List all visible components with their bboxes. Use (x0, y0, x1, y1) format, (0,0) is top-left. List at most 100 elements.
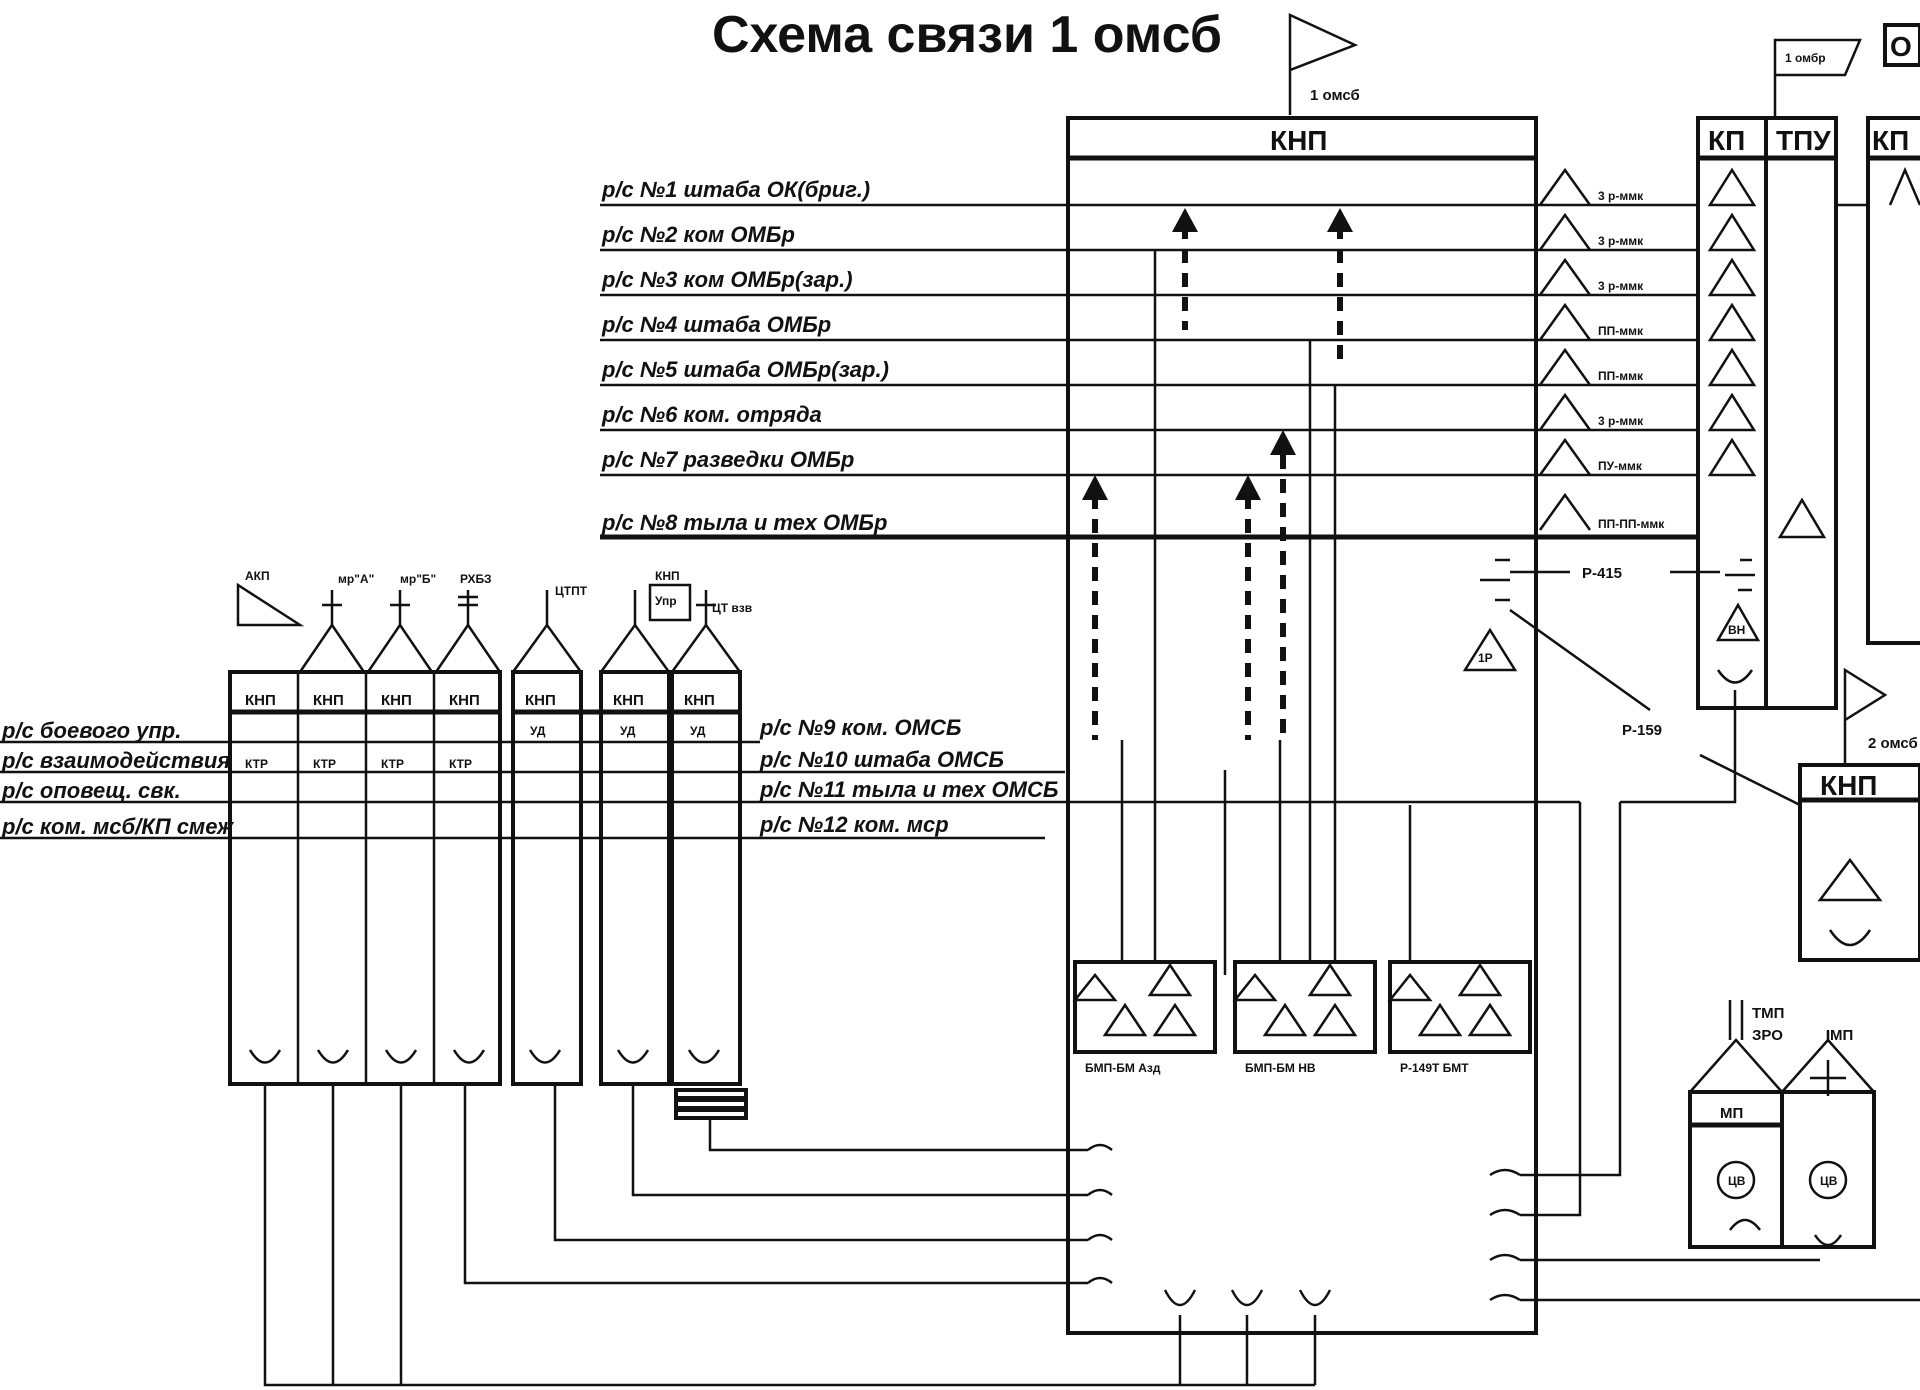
company-code: КТР (449, 757, 472, 771)
antenna-icon (1538, 212, 1592, 251)
radio-net-label: р/с №5 штаба ОМБр(зар.) (601, 357, 889, 382)
antenna-icon (1538, 302, 1592, 341)
company-box-label: КНП (245, 692, 276, 709)
radio-net-label: р/с №1 штаба ОК(бриг.) (601, 177, 870, 202)
vehicle-group-label: БМП-БМ НВ (1245, 1061, 1316, 1075)
kp-flag-label: 1 омбр (1785, 51, 1826, 65)
kp2-top-label: О (1890, 31, 1912, 62)
company-code: УД (530, 724, 546, 738)
antenna-icon (1538, 167, 1592, 206)
left-net-label: р/с оповещ. свк. (1, 778, 181, 803)
left-net-label: р/с ком. мсб/КП смеж (1, 814, 235, 839)
company-label: ЦТПТ (555, 584, 588, 598)
antenna-tag: ПУ-ммк (1598, 459, 1643, 473)
knp-top-label: 1 омсб (1310, 87, 1360, 104)
vehicle-group-1: БМП-БМ Азд (1072, 960, 1217, 1075)
antenna-icon (1538, 257, 1592, 296)
antenna-tag: 3 р-ммк (1598, 189, 1644, 203)
company-top-label: АКП (245, 569, 270, 583)
mp-box-label: МП (1720, 1105, 1743, 1122)
r415-device-icon (1480, 558, 1510, 602)
antenna-icon (1538, 437, 1592, 476)
company-flag-icon (236, 582, 305, 627)
radio-net-label: р/с №6 ком. отряда (601, 402, 822, 427)
radio-net-label: р/с №8 тыла и тех ОМБр (601, 510, 887, 535)
left-net-lines (0, 740, 1580, 840)
left-nets: р/с боевого упр. р/с взаимодействия р/с … (1, 718, 235, 839)
kp-flag-icon (1773, 38, 1862, 118)
radio-nets-mid: р/с №9 ком. ОМСБ р/с №10 штаба ОМСБ р/с … (759, 715, 1058, 837)
mid-net-label: р/с №12 ком. мср (759, 812, 949, 837)
radio-net-label: р/с №7 разведки ОМБр (601, 447, 854, 472)
right-connection-lines (1489, 708, 1920, 1302)
antenna-tag: 3 р-ммк (1598, 234, 1644, 248)
vehicle-group-3: Р-149Т БМТ (1387, 960, 1532, 1075)
kp-label: КП (1708, 125, 1745, 156)
bottom-right-label: 2 омсб (1868, 735, 1918, 752)
kp-station-label: ВН (1728, 623, 1745, 637)
radio-net-lines (600, 203, 1905, 540)
diagram-title: Схема связи 1 омсб (712, 6, 1222, 64)
knp-main-box (1066, 116, 1538, 1335)
company-label: мр"Б" (400, 572, 436, 586)
company-label: Упр (655, 594, 677, 608)
tmp-mp-block: МП ЦВ ЦВ ТМП ЗРО МП (1688, 1000, 1876, 1249)
vehicle-group-2: БМП-БМ НВ (1232, 960, 1377, 1075)
company-code: КТР (245, 757, 268, 771)
mp-label: МП (1830, 1027, 1853, 1044)
antenna-icon (1538, 392, 1592, 431)
antenna-icon (1538, 347, 1592, 386)
vehicle-group-label: БМП-БМ Азд (1085, 1061, 1161, 1075)
left-net-label: р/с боевого упр. (1, 718, 181, 743)
company-label: КНП (655, 569, 680, 583)
antenna-tag: 3 р-ммк (1598, 414, 1644, 428)
kp2-column (1866, 116, 1920, 645)
radio-net-label: р/с №3 ком ОМБр(зар.) (601, 267, 853, 292)
radio-net-label: р/с №4 штаба ОМБр (601, 312, 831, 337)
bottom-connection-lines (263, 1084, 1332, 1387)
company-box-label: КНП (684, 692, 715, 709)
kto-label: ЗРО (1752, 1027, 1783, 1044)
r159-label: Р-159 (1622, 722, 1662, 739)
company-top-label: ЦТ взв (712, 601, 752, 615)
knp-internal-lines (1120, 250, 1412, 975)
knp-label: КНП (1270, 125, 1327, 156)
radio-net-antennas: 3 р-ммк 3 р-ммк 3 р-ммк ПП-ммк ПП-ммк 3 … (1538, 167, 1665, 531)
antenna-icon (1538, 492, 1592, 531)
title-flag-icon (1288, 13, 1359, 115)
vehicle-group-label: Р-149Т БМТ (1400, 1061, 1469, 1075)
antenna-tag: ПП-ПП-ммк (1598, 517, 1665, 531)
mid-net-label: р/с №11 тыла и тех ОМСБ (759, 777, 1058, 802)
radio-station-label: 1Р (1478, 651, 1493, 665)
dashed-arrows (1082, 208, 1353, 740)
antenna-tag: 3 р-ммк (1598, 279, 1644, 293)
company-box-label: КНП (313, 692, 344, 709)
company-label: РХБЗ (460, 572, 492, 586)
antenna-tag: ПП-ммк (1598, 324, 1644, 338)
antenna-tag: ПП-ммк (1598, 369, 1644, 383)
mid-net-label: р/с №9 ком. ОМСБ (759, 715, 961, 740)
left-net-label: р/с взаимодействия (1, 748, 230, 773)
tmp-label: ТМП (1752, 1005, 1784, 1022)
company-group-2: КНП КНП КНП УД УД УД ЦТПТ КНП Упр ЦТ взв (511, 569, 752, 1120)
company-box-label: КНП (613, 692, 644, 709)
mid-net-label: р/с №10 штаба ОМСБ (759, 747, 1004, 772)
r415-label: Р-415 (1582, 565, 1622, 582)
company-group-1: КНП КНП КНП КНП КТР КТР КТР КТР АКП мр"А… (228, 569, 502, 1086)
company-box-label: КНП (449, 692, 480, 709)
company-box-label: КНП (525, 692, 556, 709)
company-code: КТР (313, 757, 336, 771)
tpu-column (1764, 116, 1838, 710)
company-box-label: КНП (381, 692, 412, 709)
company-code: УД (620, 724, 636, 738)
radio-station-icon (1462, 627, 1518, 672)
company-code: КТР (381, 757, 404, 771)
device-label: ЦВ (1820, 1174, 1838, 1188)
kp2-label: КП (1872, 125, 1909, 156)
kp-antennas (1707, 167, 1827, 539)
knp-small-label: КНП (1820, 770, 1877, 801)
radio-nets-left: р/с №1 штаба ОК(бриг.) р/с №2 ком ОМБр р… (601, 177, 889, 535)
kp-column (1696, 116, 1768, 710)
tpu-label: ТПУ (1776, 125, 1831, 156)
